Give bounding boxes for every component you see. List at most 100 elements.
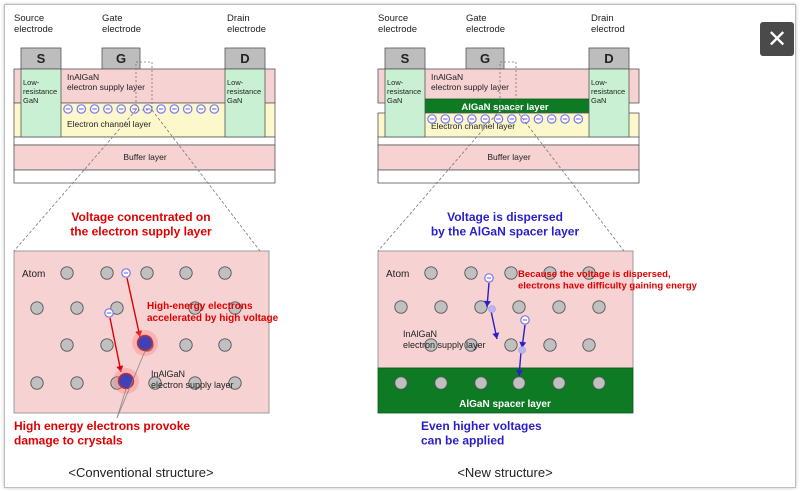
new_structure-channel-electron-1 bbox=[440, 114, 451, 124]
new_structure-buffer-label: Buffer layer bbox=[487, 152, 530, 162]
conventional-atom-3-4 bbox=[188, 376, 202, 390]
conventional-atom-0-4 bbox=[218, 266, 232, 280]
new_structure-channel-electron-9 bbox=[546, 114, 557, 124]
new_structure-zoom-line-left bbox=[377, 109, 501, 252]
new_structure-channel-electron-4 bbox=[480, 114, 490, 124]
new_structure-substrate-layer bbox=[377, 169, 640, 184]
conventional-channel-electron-7 bbox=[156, 104, 166, 114]
conventional-atom-0-3 bbox=[179, 266, 193, 280]
new_structure-zoom-electron-a-mid bbox=[488, 305, 496, 313]
conventional-atom-3-3 bbox=[148, 376, 162, 390]
conventional-zoom-electron-a bbox=[121, 268, 131, 278]
conventional-atom-2-1 bbox=[100, 338, 114, 352]
new_structure-source-letter: S bbox=[401, 51, 410, 66]
new_structure-channel-label: Electron channel layer bbox=[431, 121, 515, 131]
conventional-atom-1-3 bbox=[188, 301, 202, 315]
conventional-atom-2-3 bbox=[179, 338, 193, 352]
new_structure-channel-electron-6 bbox=[506, 114, 517, 124]
conventional-channel-electron-11 bbox=[209, 104, 220, 114]
new_structure-atom-2-0 bbox=[424, 338, 438, 352]
conventional-atom-1-4 bbox=[228, 301, 242, 315]
conventional-atom-2-0 bbox=[60, 338, 74, 352]
conventional-damaged-atom-a bbox=[136, 334, 154, 352]
new_structure-channel-electron-0 bbox=[427, 114, 437, 124]
new_structure-atom-1-0 bbox=[394, 300, 408, 314]
conventional-channel-electron-8 bbox=[169, 104, 180, 114]
new_structure-atom-0-3 bbox=[543, 266, 557, 280]
new_structure-atom-3-4 bbox=[552, 376, 566, 390]
new_structure-drain-letter: D bbox=[604, 51, 613, 66]
new_structure-channel-electron-7 bbox=[520, 114, 530, 124]
new_structure-caption: <New structure> bbox=[457, 465, 552, 480]
new_structure-atom-2-4 bbox=[582, 338, 596, 352]
new_structure-spacer-label: AlGaN spacer layer bbox=[461, 102, 548, 113]
conventional-atom-2-4 bbox=[218, 338, 232, 352]
conventional-path-a bbox=[126, 277, 141, 338]
conventional-buffer-label: Buffer layer bbox=[123, 152, 166, 162]
conventional-channel-electron-6 bbox=[143, 104, 153, 114]
new_structure-channel-electron-3 bbox=[467, 114, 477, 124]
new_structure-zoom-marker bbox=[499, 61, 517, 111]
conventional-atom-0-2 bbox=[140, 266, 154, 280]
new_structure-atom-0-4 bbox=[582, 266, 596, 280]
new_structure-path-b2-head bbox=[516, 369, 523, 376]
conventional-channel-label: Electron channel layer bbox=[67, 119, 151, 129]
new_structure-atom-1-3 bbox=[512, 300, 526, 314]
new_structure-left-gan bbox=[384, 68, 426, 138]
conventional-atom-1-0 bbox=[30, 301, 44, 315]
new_structure-channel-electron-10 bbox=[560, 114, 570, 124]
conventional-atom-1-1 bbox=[70, 301, 84, 315]
new_structure-path-b1-head bbox=[519, 341, 527, 348]
conventional-zoom-electron-b bbox=[104, 308, 114, 318]
conventional-path-b-head bbox=[116, 365, 124, 372]
new_structure-channel-electron-2 bbox=[453, 114, 464, 124]
conventional-damage-leader-b bbox=[116, 350, 146, 419]
new_structure-atom-0-0 bbox=[424, 266, 438, 280]
conventional-zoom-line-left bbox=[13, 109, 137, 252]
conventional-substrate-layer bbox=[13, 169, 276, 184]
conventional-drain-letter: D bbox=[240, 51, 249, 66]
new_structure-gate-letter: G bbox=[480, 51, 490, 66]
conventional-atom-1-2 bbox=[110, 301, 124, 315]
conventional-channel-electron-10 bbox=[196, 104, 206, 114]
new_structure-atom-2-3 bbox=[543, 338, 557, 352]
new_structure-channel-electron-5 bbox=[493, 114, 504, 124]
new_structure-atom-1-4 bbox=[552, 300, 566, 314]
conventional-atom-3-5 bbox=[228, 376, 242, 390]
close-button[interactable]: ✕ bbox=[760, 22, 794, 56]
new_structure-zoom-electron-b bbox=[520, 315, 530, 325]
new_structure-atom-label: Atom bbox=[386, 269, 409, 280]
conventional-atom-label: Atom bbox=[22, 269, 45, 280]
new_structure-atom-3-3 bbox=[512, 376, 526, 390]
new_structure-zoom-spacer-label: AlGaN spacer layer bbox=[459, 399, 551, 410]
new_structure-buffer-layer bbox=[377, 144, 640, 171]
conventional-damaged-atom-b bbox=[117, 372, 135, 390]
new_structure-atom-3-2 bbox=[474, 376, 488, 390]
conventional-right-gan bbox=[224, 68, 266, 138]
conventional-atom-0-0 bbox=[60, 266, 74, 280]
new_structure-atom-3-0 bbox=[394, 376, 408, 390]
conventional-channel-electron-5 bbox=[129, 104, 140, 114]
new_structure-atom-2-1 bbox=[464, 338, 478, 352]
conventional-channel-electron-0 bbox=[63, 104, 73, 114]
new_structure-atom-3-5 bbox=[592, 376, 606, 390]
new_structure-channel-electron-11 bbox=[573, 114, 584, 124]
conventional-path-a-head bbox=[135, 330, 143, 337]
new_structure-zoom-electron-a bbox=[484, 273, 494, 283]
new_structure-zoom-electron-b-mid bbox=[518, 346, 526, 354]
